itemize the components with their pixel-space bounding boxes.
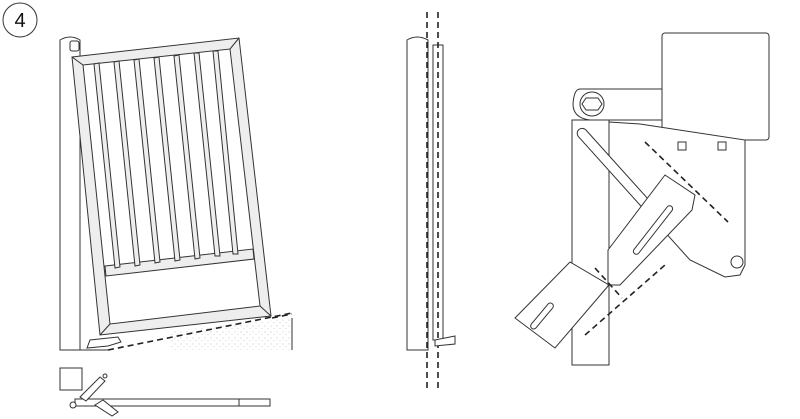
side-post [406, 36, 429, 351]
bracket-detail [514, 32, 770, 366]
gate-front-view [59, 36, 293, 351]
motor-housing [661, 32, 770, 141]
step-number: 4 [14, 10, 25, 32]
gate-bars [93, 50, 239, 269]
ground-stop [86, 336, 122, 349]
hinge [69, 40, 80, 52]
slope-line [107, 312, 293, 351]
adjust-arrow-lower [584, 264, 666, 336]
hex-bolt-icon [581, 97, 603, 111]
step-badge: 4 [2, 2, 38, 38]
gate-side-view [406, 12, 456, 388]
ground-fill [170, 318, 292, 350]
motor-box [59, 367, 83, 391]
bolt-hole [730, 255, 744, 269]
gate-plan-view [59, 367, 271, 417]
gate-post [59, 36, 81, 351]
